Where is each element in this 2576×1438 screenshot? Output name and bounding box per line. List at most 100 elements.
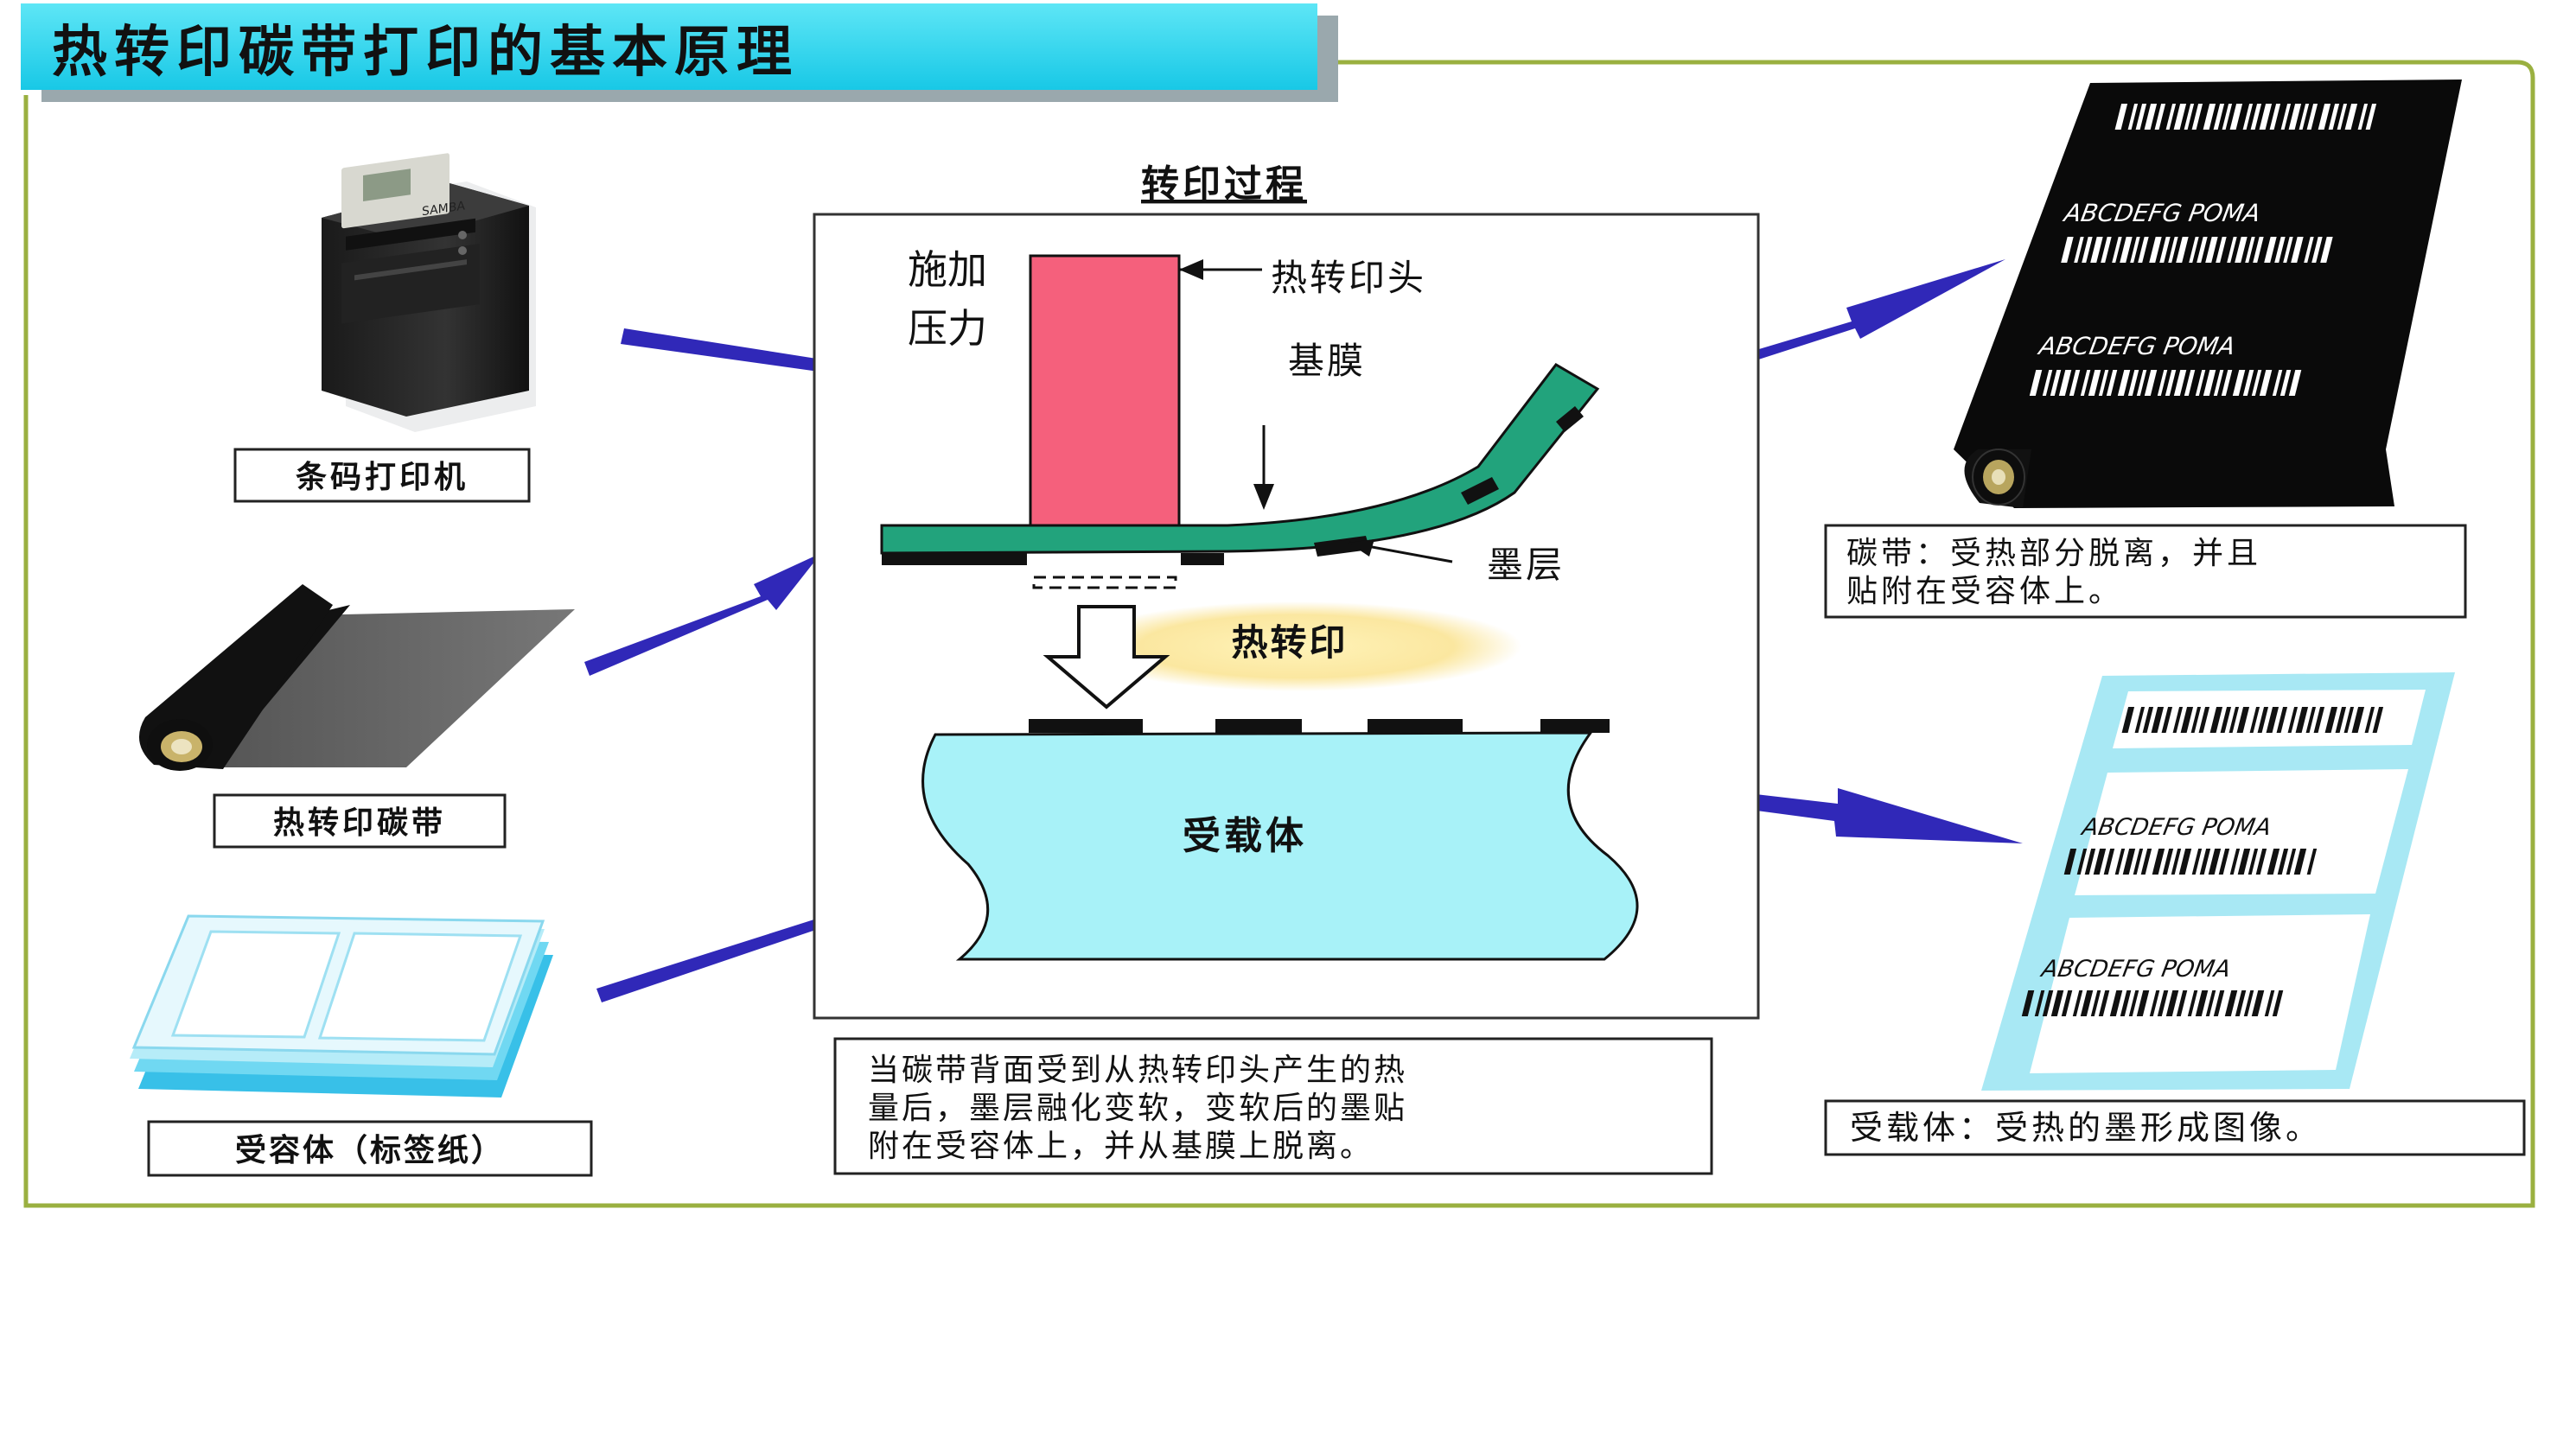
barcode-bar (2213, 104, 2225, 130)
printer-badge: SAMBA (422, 199, 465, 219)
barcode-bar (2178, 849, 2192, 875)
barcode-bar (2063, 849, 2077, 875)
barcode-bar (2372, 707, 2384, 733)
barcode-bar (2259, 370, 2273, 396)
print-head (1029, 254, 1181, 527)
barcode-bar (2311, 237, 2323, 263)
barcode-bar (2136, 990, 2150, 1016)
barcode-bar (2180, 707, 2194, 733)
barcode-bar (2140, 849, 2152, 875)
barcode-bar (2365, 104, 2377, 130)
barcode-bar (2076, 849, 2088, 875)
barcode-bar (2304, 237, 2314, 263)
barcode-bar (2058, 370, 2072, 396)
barcode-bar (2093, 849, 2107, 875)
ribbon-sample-text-1: ABCDEFG POMA (2061, 199, 2263, 227)
print-head-label: 热转印头 (1271, 257, 1426, 299)
barcode-bar (2264, 990, 2275, 1016)
barcode-bar (2191, 104, 2203, 130)
barcode-bar (2050, 370, 2062, 396)
barcode-bar (2229, 849, 2241, 875)
barcode-bar (2195, 990, 2209, 1016)
barcode-bar (2236, 707, 2250, 733)
barcode-bar (2187, 990, 2198, 1016)
transfer-label: 热转印 (1231, 621, 1348, 664)
barcode-bar (2205, 990, 2216, 1016)
barcode-bar (2176, 237, 2189, 263)
arrow-label (596, 864, 955, 1002)
barcode-bar (2203, 370, 2216, 396)
barcode-bar (2320, 237, 2333, 263)
barcode-bar (2191, 849, 2203, 875)
barcode-bar (2264, 237, 2277, 263)
barcode-bar (2050, 990, 2064, 1016)
barcode-bar (2287, 707, 2299, 733)
printer-illustration: SAMBA (322, 153, 536, 432)
barcode-bar (2138, 237, 2149, 263)
barcode-bar (2328, 104, 2340, 130)
barcode-bar (2288, 104, 2302, 130)
label-stack-illustration (130, 914, 553, 1098)
receiver-label-box: 受容体（标签纸） (147, 1120, 593, 1177)
barcode-bar (2157, 370, 2168, 396)
printer-label-box: 条码打印机 (233, 448, 531, 503)
barcode-bar (2128, 990, 2139, 1016)
barcode-bar (2021, 990, 2035, 1016)
barcode-bar (2144, 104, 2158, 130)
barcode-bar (2080, 370, 2091, 396)
barcode-bar (2159, 237, 2171, 263)
barcode-bar (2114, 104, 2128, 130)
barcode-bar (2299, 104, 2310, 130)
barcode-bar (2120, 990, 2132, 1016)
barcode-bar (2343, 707, 2355, 733)
barcode-bar (2251, 990, 2265, 1016)
barcode-bar (2257, 707, 2269, 733)
barcode-bar (2216, 237, 2227, 263)
barcode-bar (2080, 990, 2094, 1016)
barcode-bar (2072, 990, 2083, 1016)
barcode-bar (2280, 104, 2292, 130)
barcode-bar (2162, 849, 2174, 875)
barcode-bar (2161, 707, 2173, 733)
barcode-bar (2208, 849, 2222, 875)
barcode-bar (2176, 990, 2188, 1016)
barcode-bar (2098, 370, 2109, 396)
barcode-bar (2127, 104, 2139, 130)
barcode-bar (2293, 849, 2307, 875)
barcode-bar (2121, 707, 2135, 733)
barcode-bar (2042, 990, 2054, 1016)
barcode-bar (2127, 370, 2139, 396)
barcode-bar (2029, 370, 2043, 396)
barcode-bar (2165, 990, 2179, 1016)
barcode-bar (2184, 104, 2195, 130)
barcode-bar (2357, 104, 2369, 130)
barcode-bar (2220, 707, 2232, 733)
barcode-bar (2224, 990, 2238, 1016)
barcode-bar (2259, 104, 2273, 130)
barcode-bar (2248, 849, 2259, 875)
base-film-label: 基膜 (1288, 340, 1366, 382)
barcode-bar (2218, 849, 2230, 875)
barcode-bar (2101, 237, 2112, 263)
barcode-bar (2069, 370, 2081, 396)
barcode-bar (2042, 370, 2053, 396)
barcode-bar (2283, 237, 2293, 263)
barcode-bar (2134, 707, 2146, 733)
barcode-bar (2061, 237, 2074, 263)
label-result-caption: 受载体：受热的墨形成图像。 (1850, 1109, 2322, 1147)
description-line-1: 当碳带背面受到从热转印头产生的热 (868, 1053, 1407, 1088)
barcode-bar (2136, 370, 2147, 396)
barcode-bar (2205, 237, 2218, 263)
description-line-3: 附在受容体上，并从基膜上脱离。 (868, 1129, 1374, 1164)
barcode-bar (2213, 990, 2225, 1016)
barcode-bar (2074, 237, 2084, 263)
ribbon-label: 热转印碳带 (273, 805, 446, 841)
barcode-bar (2149, 237, 2162, 263)
barcode-bar (2337, 104, 2348, 130)
barcode-bar (2222, 104, 2233, 130)
barcode-bar (2199, 849, 2211, 875)
barcode-bar (2082, 237, 2093, 263)
barcode-bar (2318, 104, 2331, 130)
barcode-bar (2242, 104, 2254, 130)
barcode-bar (2142, 707, 2154, 733)
